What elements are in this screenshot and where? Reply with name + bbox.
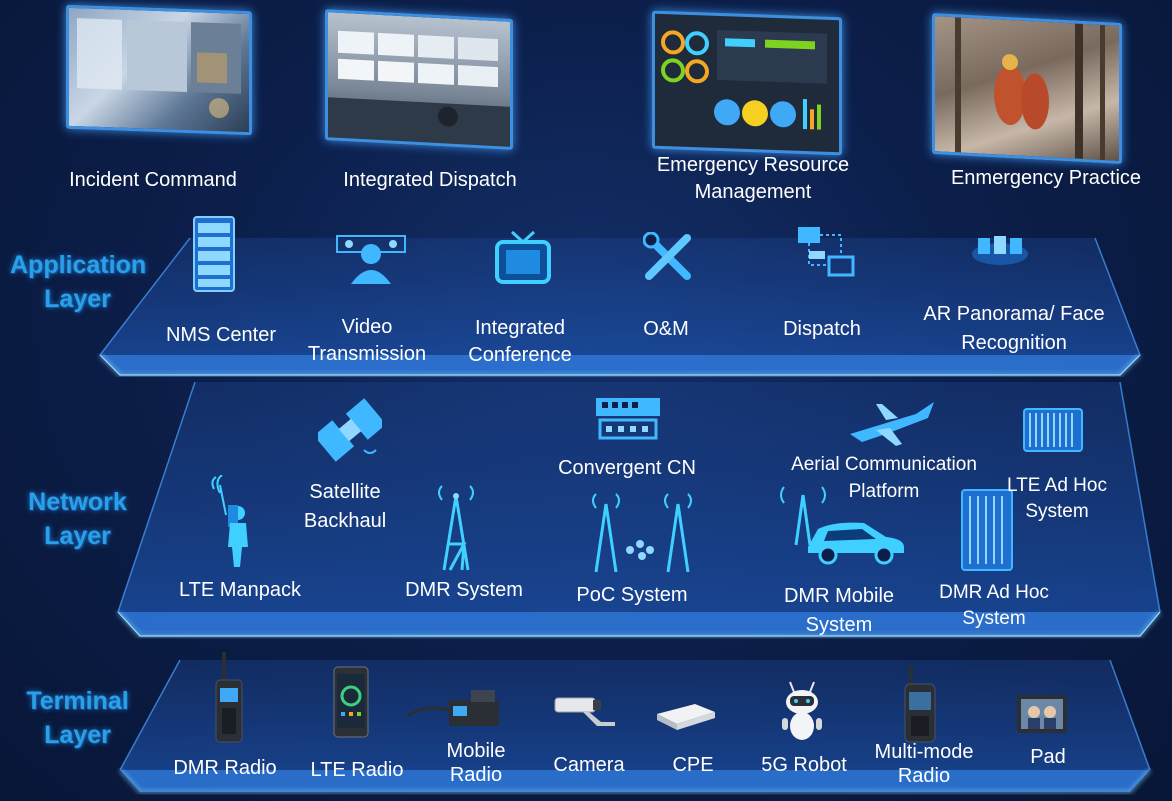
tower-icon: [438, 485, 474, 571]
top-app-incident-command: Incident Command: [69, 169, 237, 191]
tablet-icon: [1017, 695, 1067, 733]
ad-hoc-box-icon: [1023, 408, 1083, 452]
network-layer-title: Network Layer: [28, 488, 127, 550]
satellite-icon: [318, 398, 382, 462]
terminal-layer-title: Terminal Layer: [26, 687, 129, 749]
vehicle-tower-icon: [780, 486, 904, 565]
dispatch-network-icon: [798, 227, 855, 277]
app-item-om: O&M: [643, 318, 689, 340]
net-item-satellite-backhaul: Satellite Backhaul: [303, 481, 387, 532]
net-item-lte-ad-hoc-system: LTE Ad Hoc System: [1007, 475, 1107, 522]
net-item-aerial-communication-platform: Aerial Communication Platform: [791, 454, 977, 502]
handheld-radio-icon: [215, 652, 243, 743]
term-item-dmr-radio: DMR Radio: [173, 757, 277, 779]
wrench-screwdriver-icon: [643, 232, 691, 280]
term-item-5g-robot: 5G Robot: [761, 754, 847, 776]
app-item-integrated-conference: Integrated Conference: [468, 317, 572, 366]
tv-icon: [495, 230, 551, 284]
mobile-radio-icon: [406, 690, 499, 726]
panorama-icon: [972, 236, 1028, 265]
net-item-lte-manpack: LTE Manpack: [179, 579, 301, 601]
cpe-icon: [657, 704, 715, 730]
manpack-person-icon: [211, 475, 248, 567]
net-item-dmr-system: DMR System: [405, 579, 523, 601]
top-app-emergency-practice: Enmergency Practice: [950, 167, 1142, 189]
top-app-emergency-resource-management: Emergency Resource Management: [656, 154, 850, 203]
firefighter-forest-image: [932, 13, 1122, 164]
command-center-screens-image: [66, 4, 252, 136]
term-item-camera: Camera: [553, 754, 625, 776]
robot-icon: [782, 681, 822, 740]
terminal-platform: [119, 659, 1151, 793]
top-app-integrated-dispatch: Integrated Dispatch: [343, 169, 517, 191]
net-item-poc-system: PoC System: [576, 584, 688, 606]
app-item-dispatch: Dispatch: [783, 318, 861, 340]
term-item-mobile-radio: Mobile Radio: [446, 740, 506, 786]
ad-hoc-cabinet-icon: [961, 489, 1013, 571]
term-item-cpe: CPE: [672, 754, 714, 776]
multimode-radio-icon: [904, 664, 936, 743]
term-item-lte-radio: LTE Radio: [310, 759, 404, 781]
dashboard-screen-image: [652, 10, 842, 156]
app-item-ar-panorama: AR Panorama/ Face Recognition: [923, 303, 1105, 354]
net-item-convergent-cn: Convergent CN: [558, 457, 696, 479]
server-rack-icon: [193, 216, 235, 292]
net-item-dmr-mobile-system: DMR Mobile System: [783, 585, 895, 636]
term-item-multi-mode-radio: Multi-mode Radio: [874, 741, 974, 787]
smartphone-icon: [333, 666, 369, 738]
drone-plane-icon: [850, 402, 934, 446]
video-people-icon: [336, 235, 406, 284]
tower-pair-icon: [592, 493, 692, 573]
app-item-video-transmission: Video Transmission: [307, 316, 427, 365]
dispatch-room-image: [325, 9, 513, 150]
application-platform: [99, 237, 1141, 376]
app-item-nms-center: NMS Center: [165, 324, 277, 346]
application-layer-title: Application Layer: [10, 251, 147, 313]
net-item-dmr-ad-hoc-system: DMR Ad Hoc System: [939, 582, 1049, 629]
term-item-pad: Pad: [1030, 746, 1066, 768]
camera-icon: [554, 697, 615, 726]
switch-icon: [596, 398, 660, 440]
